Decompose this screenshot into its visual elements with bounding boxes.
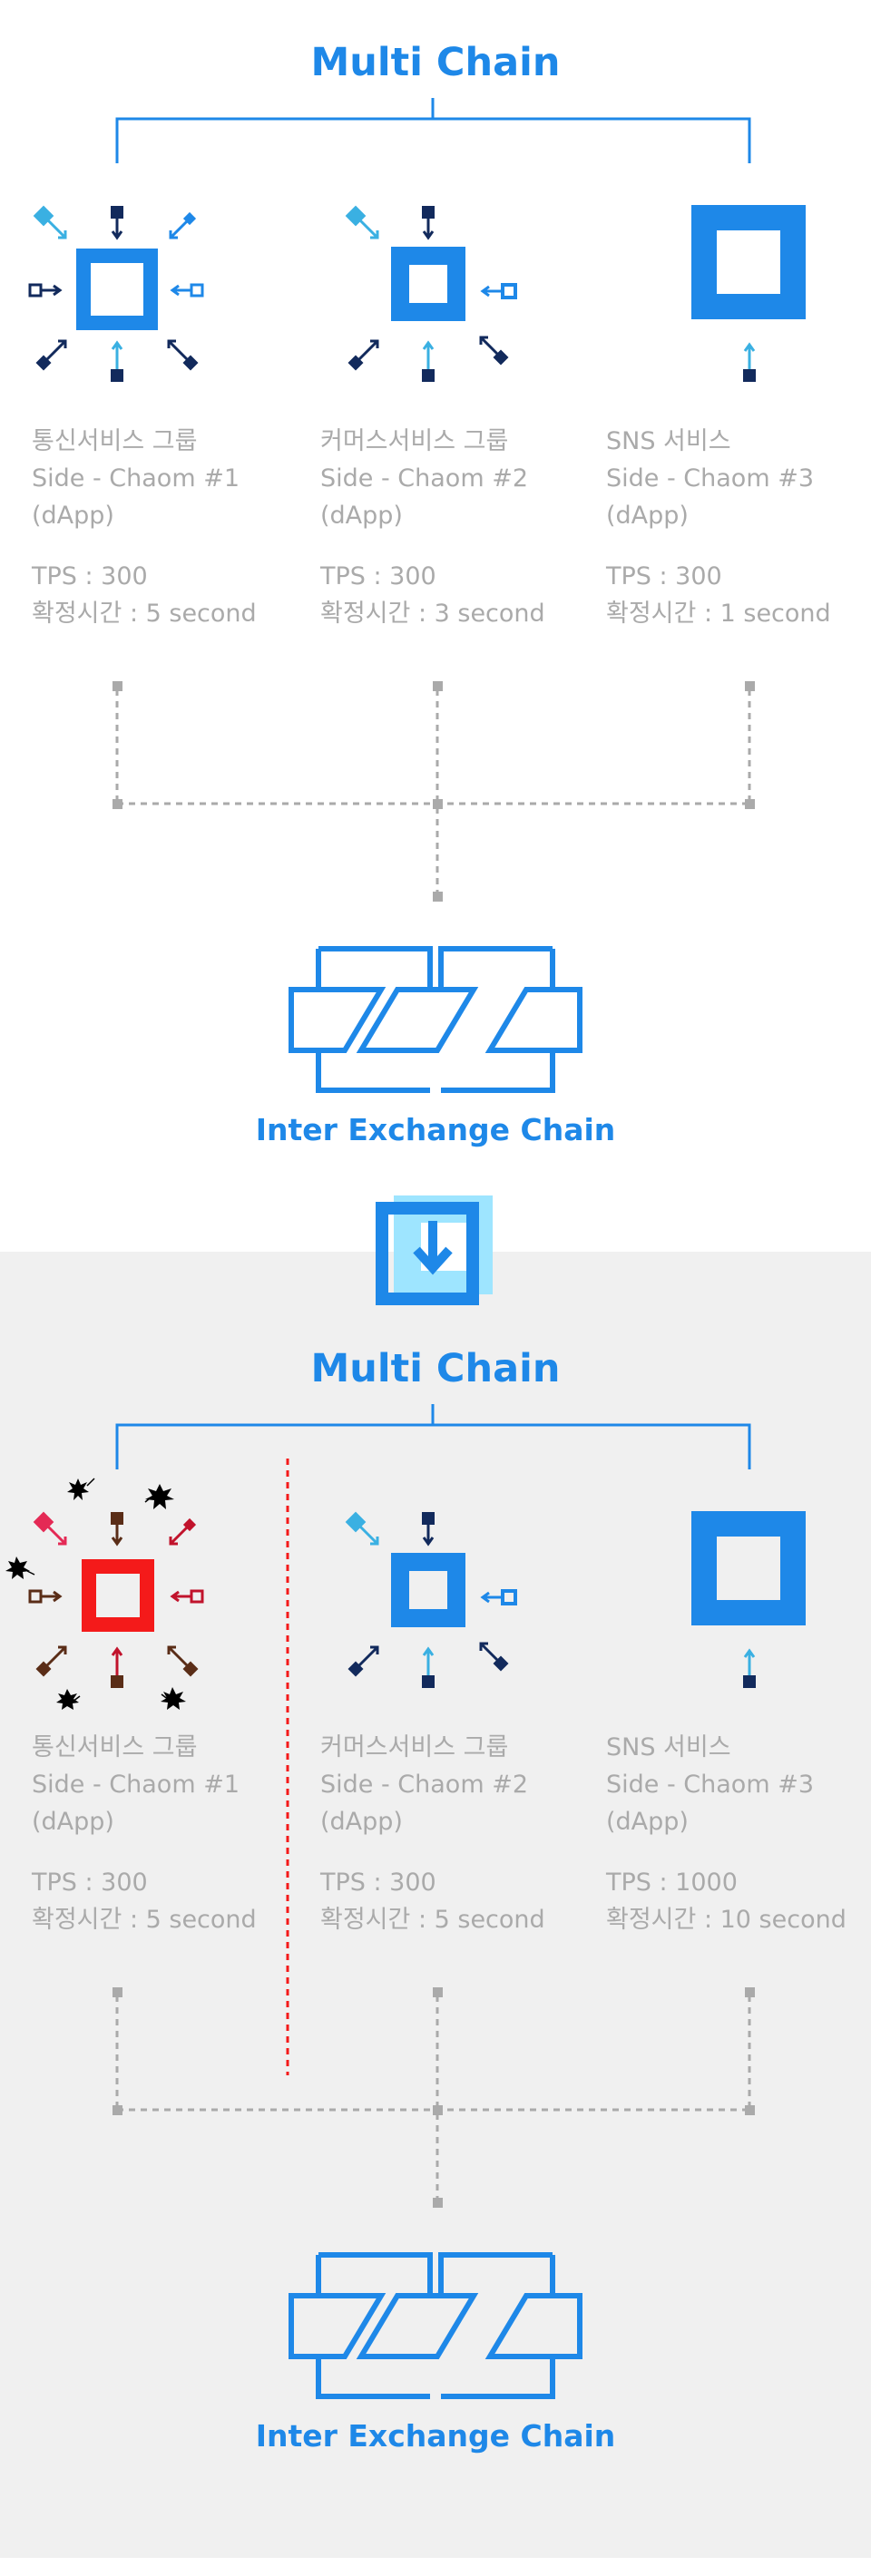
chain-confirm-time: 확정시간 : 5 second — [320, 1906, 545, 1934]
chain-tps: TPS : 300 — [320, 562, 436, 590]
chain-confirm-time: 확정시간 : 10 second — [606, 1906, 847, 1934]
chain-side-label: Side - Chaom #1 — [32, 464, 240, 493]
arrow-icon-3-bottom — [743, 1648, 756, 1688]
chain-tps: TPS : 300 — [32, 1869, 148, 1897]
chain-dapp-label: (dApp) — [320, 1808, 403, 1836]
chain-group-label: SNS 서비스 — [606, 427, 731, 455]
chain-side-label: Side - Chaom #2 — [320, 464, 529, 493]
arrow-icon-1-bottom — [111, 340, 123, 382]
chain-card-2: 커머스서비스 그룹 Side - Chaom #2 (dApp) TPS : 3… — [320, 423, 592, 632]
chain-side-label: Side - Chaom #3 — [606, 1771, 815, 1799]
multi-chain-bracket — [115, 1404, 751, 1469]
arrow-icon-1-left — [28, 1589, 63, 1604]
arrow-icon-1-bottomleft — [35, 1645, 67, 1677]
chain-card-1: 통신서비스 그룹 Side - Chaom #1 (dApp) TPS : 30… — [32, 1729, 304, 1938]
chain-group-label: SNS 서비스 — [606, 1733, 731, 1761]
chain-tps: TPS : 300 — [32, 562, 148, 590]
dashed-connector — [113, 1987, 755, 2208]
chain-dapp-label: (dApp) — [606, 502, 689, 530]
arrow-icon-1-topright — [169, 211, 197, 239]
explosion-icon — [5, 1478, 186, 1710]
chain-confirm-time: 확정시간 : 5 second — [32, 600, 257, 628]
arrow-icon-2-top — [422, 1512, 435, 1547]
chain-dapp-label: (dApp) — [32, 1808, 114, 1836]
explosion-trail — [26, 1478, 170, 1703]
arrow-icon-1-top — [111, 206, 123, 240]
arrow-icon-1-topright — [169, 1517, 197, 1546]
arrow-icon-1-top — [111, 1512, 123, 1547]
dashed-connector — [113, 681, 755, 902]
top-diagram — [28, 98, 806, 1093]
arrow-icon-3-bottom — [743, 342, 756, 382]
chain-card-1: 통신서비스 그룹 Side - Chaom #1 (dApp) TPS : 30… — [32, 423, 304, 632]
chain-confirm-time: 확정시간 : 1 second — [606, 600, 831, 628]
chain-dapp-label: (dApp) — [320, 502, 403, 530]
chain-group-label: 통신서비스 그룹 — [32, 427, 198, 455]
arrow-icon-1-right — [170, 1589, 204, 1604]
lower-background — [0, 1252, 871, 2558]
arrow-icon-2-top — [422, 206, 435, 240]
arrow-icon-1-left — [28, 283, 63, 298]
chain-node-2 — [345, 1511, 517, 1688]
chain-dapp-label: (dApp) — [606, 1808, 689, 1836]
chain-card-3: SNS 서비스 Side - Chaom #3 (dApp) TPS : 100… — [606, 1729, 871, 1938]
chain-confirm-time: 확정시간 : 3 second — [320, 600, 545, 628]
chain-tps: TPS : 1000 — [606, 1869, 738, 1897]
transition — [376, 1195, 493, 1305]
chain-side-label: Side - Chaom #2 — [320, 1771, 529, 1799]
chain-node-1 — [28, 205, 204, 382]
chain-card-2: 커머스서비스 그룹 Side - Chaom #2 (dApp) TPS : 3… — [320, 1729, 592, 1938]
arrow-icon-1-right — [170, 283, 204, 298]
chain-tps: TPS : 300 — [320, 1869, 436, 1897]
chain-side-label: Side - Chaom #1 — [32, 1771, 240, 1799]
arrow-icon-2-right — [480, 283, 517, 299]
arrow-icon-2-bottomright — [479, 1642, 509, 1672]
inter-exchange-chain-label: Inter Exchange Chain — [255, 1112, 616, 1147]
chain-node-2 — [345, 205, 517, 382]
section-title: Multi Chain — [310, 40, 561, 85]
chain-link-icon — [289, 2252, 582, 2399]
chain-node-3 — [691, 1511, 806, 1688]
arrow-icon-2-bottomright — [479, 336, 509, 366]
arrow-icon-1-bottomright — [167, 339, 199, 371]
arrow-icon-1-topleft — [33, 1511, 67, 1546]
arrow-icon-1-bottom — [111, 1646, 123, 1688]
chain-side-label: Side - Chaom #3 — [606, 464, 815, 493]
arrow-icon-2-bottomleft — [347, 339, 379, 371]
arrow-icon-2-bottom — [422, 1646, 435, 1688]
chain-group-label: 통신서비스 그룹 — [32, 1733, 198, 1761]
arrow-icon-2-right — [480, 1589, 517, 1605]
chain-node-3 — [691, 205, 806, 382]
bottom-multi-chain-section: Multi Chain — [0, 1306, 871, 2576]
chain-group-label: 커머스서비스 그룹 — [320, 1733, 509, 1761]
top-multi-chain-section: Multi Chain — [0, 0, 871, 1270]
chain-group-label: 커머스서비스 그룹 — [320, 427, 509, 455]
bottom-diagram — [5, 1404, 806, 2399]
arrow-icon-1-bottomright — [167, 1645, 199, 1677]
chain-dapp-label: (dApp) — [32, 502, 114, 530]
chain-card-3: SNS 서비스 Side - Chaom #3 (dApp) TPS : 300… — [606, 423, 871, 632]
arrow-icon-2-bottomleft — [347, 1645, 379, 1677]
arrow-icon-2-bottom — [422, 340, 435, 382]
multi-chain-bracket — [115, 98, 751, 163]
inter-exchange-chain-label: Inter Exchange Chain — [255, 2418, 616, 2454]
section-title: Multi Chain — [310, 1346, 561, 1391]
chain-confirm-time: 확정시간 : 5 second — [32, 1906, 257, 1934]
chain-link-icon — [289, 946, 582, 1093]
down-arrow-icon — [376, 1195, 493, 1305]
chain-node-1-overloaded — [5, 1478, 204, 1710]
arrow-icon-2-topleft — [345, 1511, 379, 1546]
chain-tps: TPS : 300 — [606, 562, 722, 590]
